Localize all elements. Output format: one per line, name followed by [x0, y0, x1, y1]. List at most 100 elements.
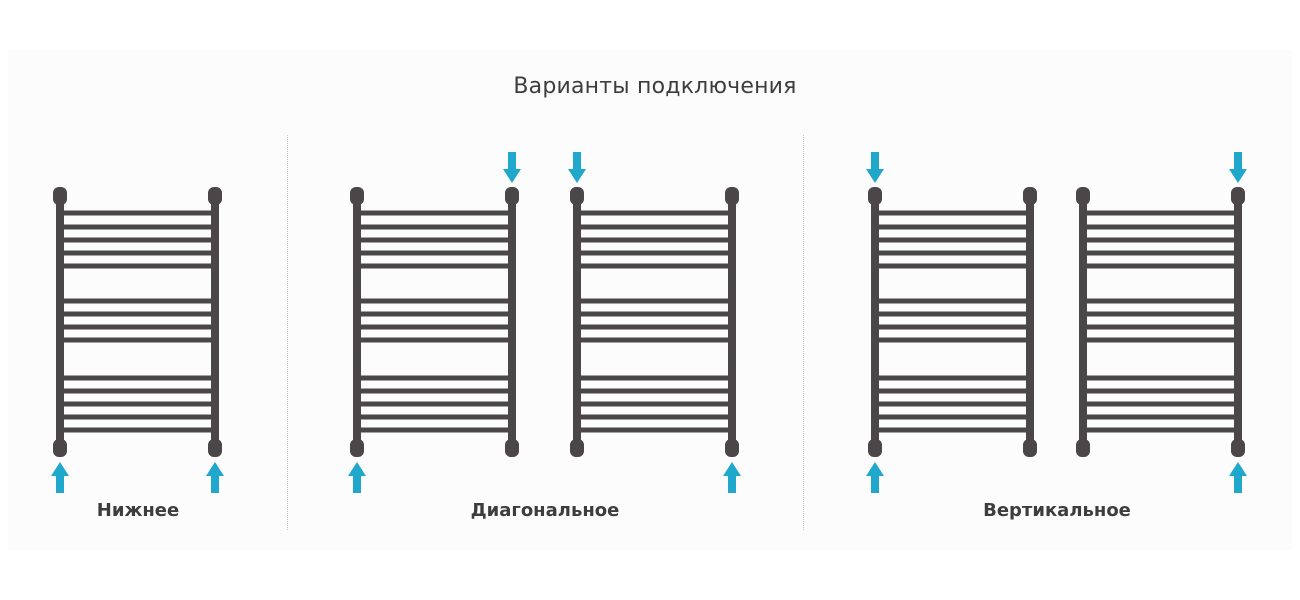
radiator-crossbar [1087, 237, 1234, 243]
inlet-arrow-up-icon [348, 462, 366, 493]
radiator-crossbar [361, 298, 508, 304]
radiator-crossbar [879, 250, 1026, 256]
radiator-rail [573, 196, 581, 448]
radiator-cap-top [1231, 187, 1245, 205]
radiator-crossbar [361, 414, 508, 420]
radiator-cap-bottom [53, 439, 67, 457]
towel-radiator [570, 187, 739, 457]
radiator-crossbar [1087, 224, 1234, 230]
radiator-rail [508, 196, 516, 448]
radiator-crossbar [361, 237, 508, 243]
radiator-crossbar [1087, 427, 1234, 433]
radiator-crossbar [581, 427, 728, 433]
radiator-cap-top [868, 187, 882, 205]
radiator-crossbar [64, 311, 211, 317]
radiator-crossbar [64, 401, 211, 407]
radiator-crossbar [879, 388, 1026, 394]
radiator-crossbar [879, 237, 1026, 243]
radiator-crossbar [1087, 414, 1234, 420]
radiator-crossbar [64, 210, 211, 216]
radiator-cap-bottom [1231, 439, 1245, 457]
radiator-crossbar [581, 224, 728, 230]
radiator-crossbar [64, 414, 211, 420]
radiator-crossbar [361, 324, 508, 330]
radiator-rail [211, 196, 219, 448]
radiator-crossbar [1087, 401, 1234, 407]
inlet-arrow-up-icon [1229, 462, 1247, 493]
radiator-crossbar [64, 337, 211, 343]
radiator-crossbar [879, 210, 1026, 216]
inlet-arrow-up-icon [723, 462, 741, 493]
radiator-crossbar [361, 210, 508, 216]
radiator-crossbar [1087, 388, 1234, 394]
radiator-crossbar [581, 401, 728, 407]
radiator-crossbar [581, 298, 728, 304]
radiator-rail [353, 196, 361, 448]
radiator-rail [871, 196, 879, 448]
group-label-bottom: Нижнее [96, 500, 180, 521]
inlet-arrow-down-icon [1229, 152, 1247, 183]
radiator-crossbar [361, 375, 508, 381]
radiator-cap-bottom [505, 439, 519, 457]
radiator-crossbar [879, 324, 1026, 330]
radiator-crossbar [581, 414, 728, 420]
radiator-crossbar [64, 250, 211, 256]
radiator-crossbar [581, 388, 728, 394]
radiator-cap-bottom [208, 439, 222, 457]
radiator-crossbar [64, 263, 211, 269]
radiator-crossbar [581, 375, 728, 381]
radiator-crossbar [64, 237, 211, 243]
radiator-crossbar [1087, 250, 1234, 256]
radiator-crossbar [361, 224, 508, 230]
towel-radiator [1076, 187, 1245, 457]
radiator-crossbar [879, 311, 1026, 317]
radiator-crossbar [879, 427, 1026, 433]
radiator-crossbar [1087, 210, 1234, 216]
radiator-cap-top [208, 187, 222, 205]
radiator-crossbar [64, 224, 211, 230]
radiator-crossbar [361, 311, 508, 317]
radiator-crossbar [1087, 337, 1234, 343]
radiator-crossbar [879, 375, 1026, 381]
radiator-cap-bottom [350, 439, 364, 457]
radiator-cap-top [53, 187, 67, 205]
group-divider [803, 135, 804, 530]
inlet-arrow-up-icon [206, 462, 224, 493]
radiator-crossbar [879, 414, 1026, 420]
radiator-crossbar [361, 263, 508, 269]
radiator-cap-bottom [1023, 439, 1037, 457]
radiator-cap-top [505, 187, 519, 205]
radiator-crossbar [64, 375, 211, 381]
radiator-crossbar [1087, 298, 1234, 304]
radiator-cap-bottom [725, 439, 739, 457]
radiator-crossbar [581, 337, 728, 343]
radiator-crossbar [879, 224, 1026, 230]
radiator-crossbar [1087, 375, 1234, 381]
radiator-crossbar [581, 311, 728, 317]
radiator-crossbar [64, 298, 211, 304]
radiator-crossbar [361, 388, 508, 394]
radiator-rail [1026, 196, 1034, 448]
radiator-crossbar [879, 263, 1026, 269]
radiator-rail [56, 196, 64, 448]
inlet-arrow-down-icon [503, 152, 521, 183]
radiator-cap-top [570, 187, 584, 205]
radiator-cap-top [1076, 187, 1090, 205]
radiator-crossbar [581, 210, 728, 216]
radiator-crossbar [879, 337, 1026, 343]
radiator-cap-bottom [1076, 439, 1090, 457]
radiator-crossbar [581, 250, 728, 256]
group-label-diagonal: Диагональное [470, 500, 620, 521]
radiator-rail [1234, 196, 1242, 448]
radiator-crossbar [64, 427, 211, 433]
radiator-crossbar [1087, 324, 1234, 330]
towel-radiator [53, 187, 222, 457]
radiator-cap-bottom [570, 439, 584, 457]
radiator-crossbar [1087, 311, 1234, 317]
radiator-crossbar [361, 401, 508, 407]
radiator-crossbar [64, 388, 211, 394]
radiator-crossbar [361, 337, 508, 343]
radiator-crossbar [361, 427, 508, 433]
radiator-rail [1079, 196, 1087, 448]
